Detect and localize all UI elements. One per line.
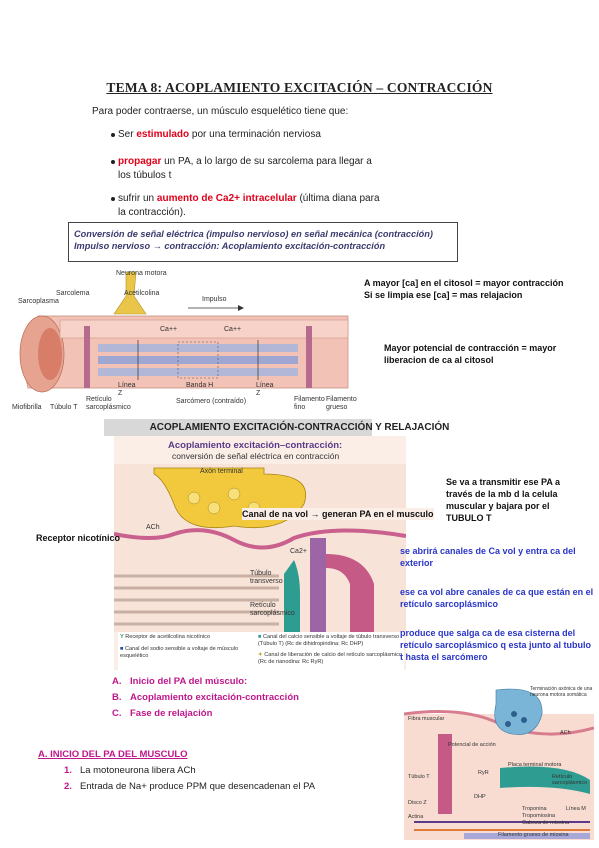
diagram-label: Ca++ (224, 326, 242, 333)
note-text: Canal de na vol → generan PA en el muscu… (242, 508, 434, 520)
diagram-label: Cabeza de miosina (522, 820, 570, 826)
diagram-label: Troponina (522, 806, 547, 812)
note-text: exterior (400, 558, 434, 568)
excitation-contraction-diagram (114, 464, 406, 632)
note-text: t hasta el sarcómero (400, 652, 488, 662)
figure-title: Acoplamiento excitación–contracción: (168, 440, 343, 451)
note-text: Se va a transmitir ese PA a (446, 477, 561, 487)
note-text: Si se limpia ese [ca] = mas relajacion (364, 290, 523, 300)
intro-text: Para poder contraerse, un músculo esquel… (92, 106, 349, 117)
diagram-label: Retículo sarcoplásmico (86, 396, 131, 411)
diagram-label: Impulso (202, 296, 227, 303)
legend-item: Y Receptor de acetilcolina nicotínico (120, 634, 211, 640)
diagram-label: Miofibrilla (12, 404, 42, 411)
diagram-label: RyR (478, 770, 489, 776)
diagram-label: Actina (408, 814, 424, 820)
section-subtitle: ACOPLAMIENTO EXCITACIÓN-CONTRACCIÓN Y RE… (149, 422, 450, 433)
definition-box: Conversión de señal eléctrica (impulso n… (68, 222, 458, 262)
diagram-label: Disco Z (408, 800, 427, 806)
bullet-item: Ser estimulado por una terminación nervi… (111, 128, 383, 142)
neuromuscular-junction-diagram (404, 684, 594, 840)
note-text: TUBULO T (446, 513, 492, 523)
note-text: Mayor potencial de contracción = mayor (384, 343, 557, 353)
diagram-label: Banda H (186, 382, 214, 389)
diagram-label: Acetilcolina (124, 290, 160, 297)
diagram-label: Sarcómero (contraído) (176, 398, 247, 405)
list-item: 2.Entrada de Na+ produce PPM que desenca… (64, 781, 316, 792)
legend-item: ■ Canal del calcio sensible a voltaje de… (258, 634, 400, 647)
note-text: liberacion de ca al citosol (384, 355, 494, 365)
diagram-label: Túbulo T (50, 404, 78, 411)
phase-item: A.Inicio del PA del músculo: (112, 676, 248, 687)
note-text: A mayor [ca] en el citosol = mayor contr… (364, 278, 564, 288)
phase-item: C.Fase de relajación (112, 708, 213, 719)
muscle-fiber-diagram (8, 268, 360, 418)
diagram-label: Retículo sarcoplásmico (552, 774, 588, 786)
diagram-label: Terminación axónica de una neurona motor… (530, 686, 593, 698)
diagram-label: Axón terminal (200, 468, 243, 475)
diagram-label: ACh (146, 524, 160, 531)
note-text: través de la mb d la celula (446, 489, 558, 499)
list-item: 1.La motoneurona libera ACh (64, 765, 196, 776)
diagram-label: Sarcolema (56, 290, 90, 297)
bullet-item: sufrir un aumento de Ca2+ intracelular (… (111, 192, 383, 220)
diagram-label: Línea M (566, 806, 586, 812)
note-text: produce que salga ca de esa cisterna del (400, 628, 576, 638)
note-text: ese ca vol abre canales de ca que están … (400, 587, 594, 597)
diagram-label: ACh (560, 730, 571, 736)
legend-item: ■ Canal del sodio sensible a voltaje de … (120, 646, 239, 659)
diagram-label: Túbulo T (408, 774, 430, 780)
note-text: retículo sarcoplásmico (400, 599, 499, 609)
figure-legend (118, 632, 404, 670)
note-text: muscular y bajara por el (446, 501, 550, 511)
definition-line: Conversión de señal eléctrica (impulso n… (74, 229, 433, 239)
diagram-label: Línea Z (256, 382, 274, 397)
figure-subtitle: conversión de señal eléctrica en contrac… (172, 451, 340, 461)
diagram-label: DHP (474, 794, 486, 800)
note-text: retículo sarcoplásmico q esta junto al t… (400, 640, 592, 650)
diagram-label: Placa terminal motora (508, 762, 562, 768)
diagram-label: Tropomiosina (522, 813, 556, 819)
bullet-item: propagar un PA, a lo largo de su sarcole… (111, 155, 383, 183)
diagram-label: Filamento grueso de miosina (498, 832, 569, 838)
note-text: se abrirá canales de Ca vol y entra ca d… (400, 546, 576, 556)
diagram-label: Retículo sarcoplásmico (250, 602, 295, 617)
legend-item: ✦ Canal de liberación de calcio del retí… (258, 652, 402, 665)
diagram-label: Ca2+ (290, 548, 307, 555)
page-title: TEMA 8: ACOPLAMIENTO EXCITACIÓN – CONTRA… (106, 80, 493, 95)
phase-item: B.Acoplamiento excitación-contracción (112, 692, 299, 703)
diagram-label: Filamento grueso (326, 396, 357, 411)
diagram-label: Línea Z (118, 382, 136, 397)
diagram-label: Sarcoplasma (18, 298, 59, 305)
subtitle-bar (104, 419, 372, 436)
diagram-label: Fibra muscular (408, 716, 445, 722)
section-heading: A. INICIO DEL PA DEL MUSCULO (38, 749, 188, 760)
definition-line: Impulso nervioso → contracción: Acoplami… (74, 241, 386, 251)
diagram-label: Túbulo transverso (250, 570, 283, 585)
diagram-label: Ca++ (160, 326, 178, 333)
diagram-label: Filamento fino (294, 396, 325, 411)
diagram-label: Potencial de acción (448, 742, 496, 748)
note-text: Receptor nicotínico (36, 533, 121, 543)
diagram-label: Neurona motora (116, 270, 167, 277)
